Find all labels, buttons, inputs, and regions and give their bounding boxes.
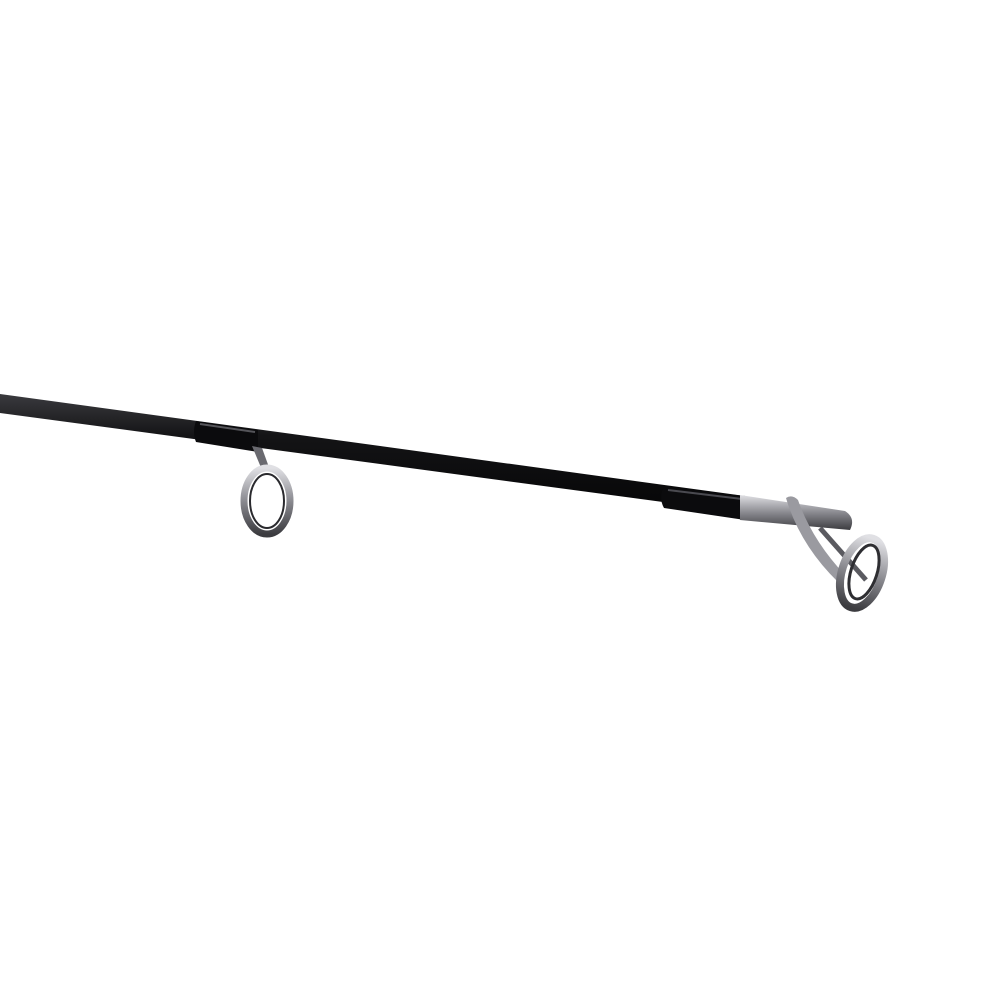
rod-blank [0, 394, 745, 513]
guide-wrap [194, 421, 258, 452]
tip-top-strut [818, 526, 868, 582]
tip-top-ring-insert [847, 543, 881, 601]
tip-top-ring [835, 534, 889, 612]
tip-wrap [661, 487, 745, 520]
wrap-highlight [199, 423, 256, 433]
guide-stem [252, 446, 270, 470]
guide-ring [240, 464, 294, 538]
tip-top-frame [786, 496, 845, 582]
tip-wrap-highlight [667, 489, 743, 500]
guide-ring-insert [249, 473, 285, 529]
